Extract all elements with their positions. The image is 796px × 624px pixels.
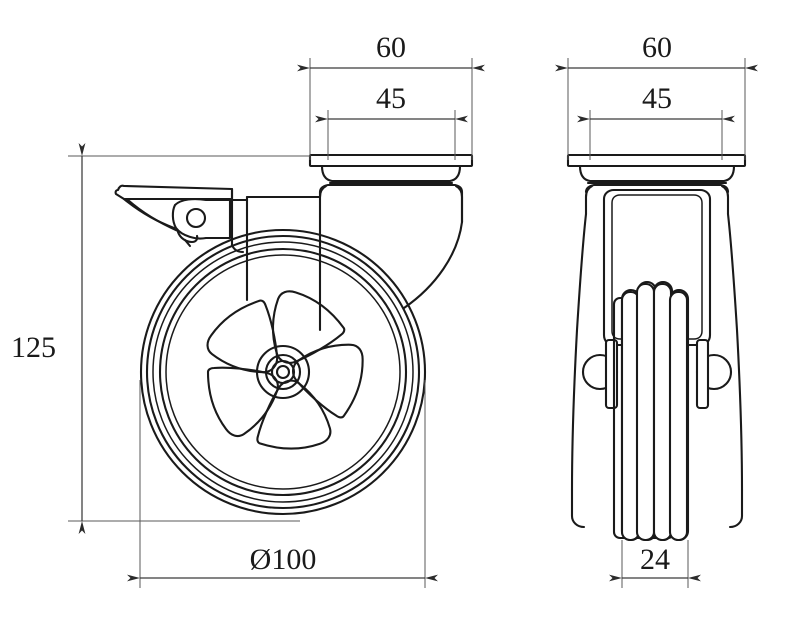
dim-side-plate-45: 45 <box>642 82 672 115</box>
dim-front-wheel-dia: Ø100 <box>250 543 317 576</box>
side-view-group <box>566 153 747 542</box>
dim-front-plate-45: 45 <box>376 82 406 115</box>
wheel-spoke-openings <box>206 290 364 450</box>
brake-lever-front <box>114 184 249 254</box>
dimensions-front: 60 45 125 Ø100 <box>11 31 485 588</box>
dim-front-height-125: 125 <box>11 331 56 364</box>
dim-side-wheel-width-24: 24 <box>640 543 670 576</box>
dim-front-plate-60: 60 <box>376 31 406 64</box>
wheel-tread-ribs-side <box>612 280 690 542</box>
mounting-plate-side <box>566 153 747 168</box>
mounting-plate-front <box>308 153 474 168</box>
swivel-fork-body-front <box>245 164 464 332</box>
front-view-group <box>114 153 474 516</box>
dimensions-side: 60 45 24 <box>555 31 758 588</box>
dim-side-plate-60: 60 <box>642 31 672 64</box>
wheel-front <box>139 228 427 516</box>
